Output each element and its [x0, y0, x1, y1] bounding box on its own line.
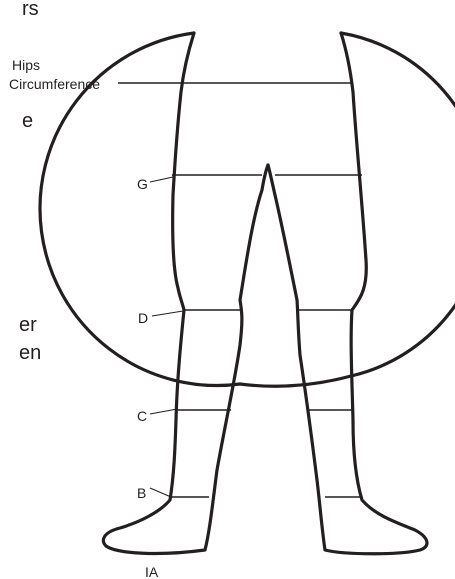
leader-line-b	[150, 488, 171, 497]
label-c: C	[137, 408, 147, 424]
label-g: G	[137, 176, 148, 192]
right-leg-outline	[268, 33, 427, 554]
label-circumference: Circumference	[9, 76, 100, 92]
background-circle-right	[341, 33, 455, 376]
label-ia: IA	[145, 564, 159, 579]
leader-line-c	[150, 409, 177, 414]
leader-line-g	[150, 177, 173, 182]
label-hips: Hips	[12, 57, 40, 73]
label-b: B	[137, 485, 146, 501]
crotch-gap-arc	[240, 376, 351, 386]
left-leg-outline	[103, 33, 268, 553]
label-d: D	[138, 310, 148, 326]
leader-line-d	[152, 311, 183, 316]
